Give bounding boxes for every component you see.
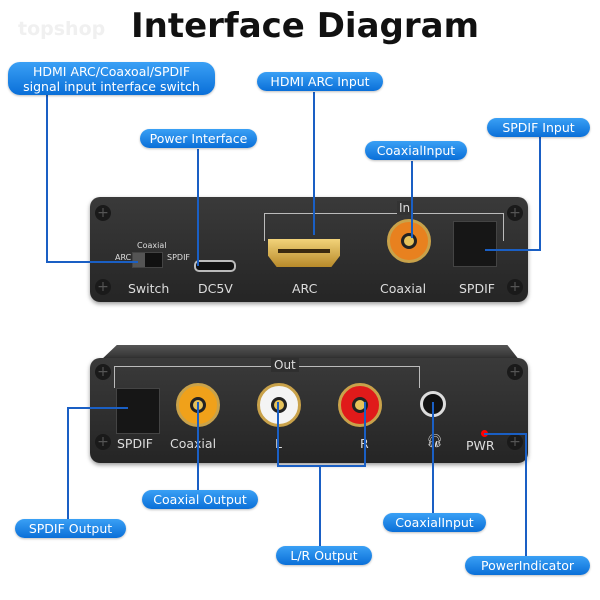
callout-spdif-output: SPDIF Output bbox=[15, 519, 126, 538]
coaxial-output-jack bbox=[176, 383, 220, 427]
headphone-jack bbox=[420, 391, 446, 417]
callout-hdmi-arc-input: HDMI ARC Input bbox=[257, 72, 383, 91]
coaxial-out-label: Coaxial bbox=[170, 436, 217, 451]
callout-power-interface: Power Interface bbox=[140, 129, 257, 148]
callout-power-indicator: PowerIndicator bbox=[465, 556, 590, 575]
switch-arc-label: ARC bbox=[115, 253, 132, 262]
out-bracket bbox=[114, 366, 420, 388]
coaxial-label: Coaxial bbox=[380, 281, 427, 296]
device-input-panel: + + + + In Coaxial ARC SPDIF Switch DC5V… bbox=[90, 197, 528, 302]
screw-icon: + bbox=[95, 434, 111, 450]
l-label: L bbox=[275, 436, 282, 451]
switch-coaxial-label: Coaxial bbox=[137, 241, 167, 250]
switch-spdif-label: SPDIF bbox=[167, 253, 191, 262]
screw-icon: + bbox=[95, 364, 111, 380]
screw-icon: + bbox=[95, 279, 111, 295]
r-label: R bbox=[360, 436, 369, 451]
optical-input-port bbox=[453, 221, 497, 267]
callout-coaxial-output: Coaxial Output bbox=[142, 490, 258, 509]
spdif-label: SPDIF bbox=[459, 281, 495, 296]
screw-icon: + bbox=[507, 434, 523, 450]
screw-icon: + bbox=[507, 364, 523, 380]
spdif-out-label: SPDIF bbox=[117, 436, 153, 451]
screw-icon: + bbox=[95, 205, 111, 221]
out-label: Out bbox=[271, 358, 299, 372]
arc-label: ARC bbox=[292, 281, 318, 296]
page-title: Interface Diagram bbox=[130, 6, 480, 46]
device-top-bevel bbox=[100, 345, 520, 361]
callout-coaxial-input-top: CoaxialInput bbox=[365, 141, 467, 160]
callout-lr-output: L/R Output bbox=[276, 546, 372, 565]
micro-usb-port bbox=[194, 260, 236, 272]
callout-text: signal input interface switch bbox=[23, 79, 200, 94]
power-led bbox=[481, 430, 488, 437]
input-switch[interactable] bbox=[132, 252, 163, 268]
callout-text: HDMI ARC/Coaxoal/SPDIF bbox=[32, 64, 191, 79]
callout-spdif-input: SPDIF Input bbox=[487, 118, 590, 137]
hdmi-port bbox=[268, 239, 340, 267]
watermark: topshop bbox=[18, 18, 106, 40]
in-label: In bbox=[397, 201, 413, 215]
screw-icon: + bbox=[507, 279, 523, 295]
coaxial-input-jack bbox=[387, 219, 431, 263]
switch-label: Switch bbox=[128, 281, 170, 296]
headphone-icon: 🎧︎ bbox=[426, 434, 443, 449]
callout-coaxial-input-bottom: CoaxialInput bbox=[383, 513, 486, 532]
pwr-label: PWR bbox=[466, 438, 495, 453]
right-audio-jack bbox=[338, 383, 382, 427]
device-output-panel: + + + + Out SPDIF Coaxial L R 🎧︎ PWR bbox=[90, 358, 528, 463]
left-audio-jack bbox=[257, 383, 301, 427]
dc5v-label: DC5V bbox=[198, 281, 233, 296]
optical-output-port bbox=[116, 388, 160, 434]
callout-input-switch: HDMI ARC/Coaxoal/SPDIF signal input inte… bbox=[8, 62, 215, 95]
screw-icon: + bbox=[507, 205, 523, 221]
